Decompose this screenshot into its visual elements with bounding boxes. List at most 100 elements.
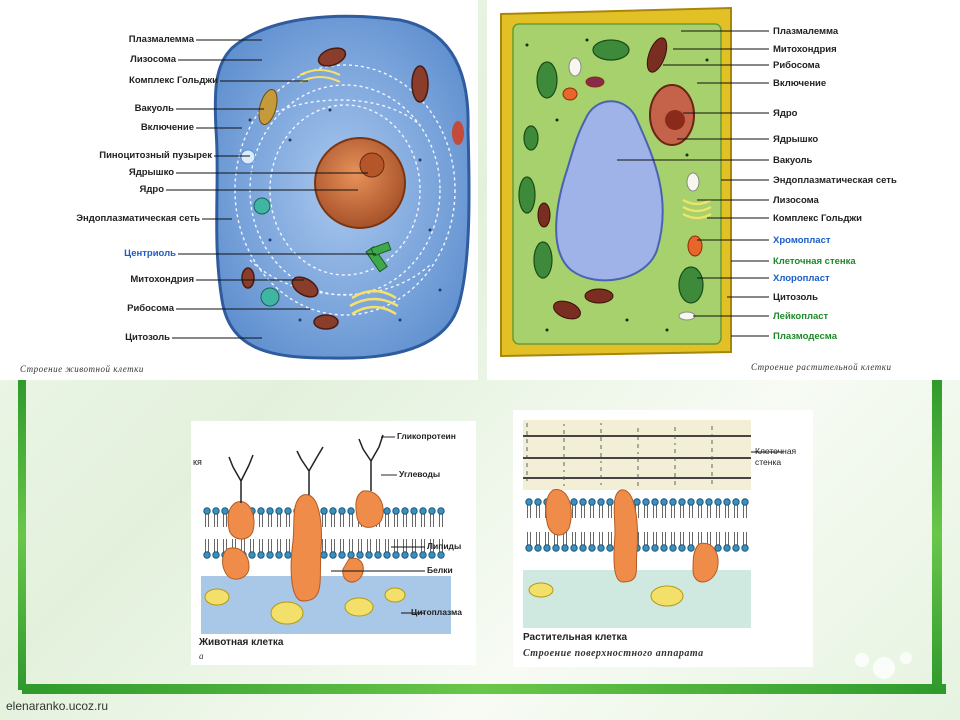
plant-membrane-proteins bbox=[545, 489, 719, 583]
wall-fiber-dot bbox=[637, 452, 639, 454]
lipid-tail bbox=[698, 505, 702, 518]
lipid-tail bbox=[599, 532, 603, 545]
wall-fiber-dot bbox=[600, 467, 602, 469]
lipid-head bbox=[714, 544, 722, 552]
lipid-tail bbox=[241, 539, 245, 552]
wall-fiber-dot bbox=[600, 453, 602, 455]
animal-label-cytoplasm: Цитоплазма bbox=[411, 607, 462, 617]
animal-label-pinocytic-vesicle: Пиноцитозный пузырек bbox=[99, 150, 212, 161]
wall-fiber-dot bbox=[563, 430, 565, 432]
wall-fiber-dot bbox=[563, 448, 565, 450]
wall-fiber-dot bbox=[674, 465, 676, 467]
lipid-head bbox=[741, 498, 749, 506]
lipid-head bbox=[669, 544, 677, 552]
wall-fiber-dot bbox=[563, 484, 565, 486]
lipid-head bbox=[329, 507, 337, 515]
wall-fiber-dot bbox=[600, 461, 602, 463]
lipid-tail bbox=[205, 539, 209, 552]
animal-label-mitochondrion: Митохондрия bbox=[130, 274, 194, 285]
lipid-head bbox=[374, 551, 382, 559]
wall-fiber-dot bbox=[711, 472, 713, 474]
wall-fiber-dot bbox=[526, 455, 528, 457]
lipid-tail bbox=[680, 505, 684, 518]
plant-label-mitochondrion: Митохондрия bbox=[773, 44, 837, 55]
wall-fiber-dot bbox=[637, 458, 639, 460]
animal-label-nucleolus: Ядрышко bbox=[128, 167, 174, 178]
animal-mitochondria bbox=[241, 47, 429, 330]
animal-label-centriole: Центриоль bbox=[124, 248, 176, 259]
lipid-tail bbox=[707, 532, 711, 545]
plant-cell-panel: Плазмалемма Митохондрия Рибосома Включен… bbox=[487, 0, 960, 380]
lipid-tail bbox=[644, 505, 648, 518]
wall-fiber-dot bbox=[600, 431, 602, 433]
wall-fiber-dot bbox=[711, 464, 713, 466]
wall-fiber-dot bbox=[637, 468, 639, 470]
lipid-tail bbox=[689, 532, 693, 545]
lipid-tail bbox=[403, 539, 407, 552]
wall-fiber-dot bbox=[600, 429, 602, 431]
animal-cytoplasm-region bbox=[201, 576, 451, 634]
wall-fiber-dot bbox=[600, 423, 602, 425]
lipid-tail bbox=[743, 532, 747, 545]
wall-fiber-dot bbox=[637, 446, 639, 448]
lipid-head bbox=[534, 498, 542, 506]
lipid-head bbox=[428, 507, 436, 515]
lipid-head bbox=[437, 551, 445, 559]
wall-fiber-dot bbox=[563, 438, 565, 440]
lipid-head bbox=[687, 544, 695, 552]
lipid-tail bbox=[599, 505, 603, 518]
lipid-tail bbox=[349, 539, 353, 552]
lipid-head bbox=[651, 544, 659, 552]
lipid-head bbox=[347, 551, 355, 559]
wall-fiber-dot bbox=[637, 438, 639, 440]
wall-fiber-dot bbox=[674, 475, 676, 477]
plant-membrane-caption: Растительная клетка bbox=[523, 632, 628, 643]
plant-label-vacuole: Вакуоль bbox=[773, 155, 813, 166]
lipid-head bbox=[257, 551, 265, 559]
lipid-tail bbox=[340, 539, 344, 552]
lipid-tail bbox=[680, 532, 684, 545]
lipid-head bbox=[275, 507, 283, 515]
lipid-tail bbox=[734, 505, 738, 518]
animal-proteins bbox=[222, 490, 384, 602]
lipid-head bbox=[419, 551, 427, 559]
lipid-tail bbox=[421, 514, 425, 527]
animal-ribosomes bbox=[248, 108, 442, 322]
wall-fiber-dot bbox=[674, 481, 676, 483]
lipid-tail bbox=[286, 514, 290, 527]
plant-label-nucleus: Ядро bbox=[773, 108, 798, 119]
animal-label-ribosome: Рибосома bbox=[127, 303, 174, 314]
lipid-tail bbox=[250, 539, 254, 552]
lipid-tail bbox=[743, 505, 747, 518]
lipid-head bbox=[696, 498, 704, 506]
lipid-head bbox=[266, 507, 274, 515]
lipid-tail bbox=[385, 539, 389, 552]
lipid-head bbox=[284, 507, 292, 515]
lipid-tail bbox=[331, 539, 335, 552]
frame-bar-left bbox=[18, 380, 26, 690]
lipid-tail bbox=[439, 514, 443, 527]
plant-chromoplasts bbox=[562, 76, 703, 257]
lipid-tail bbox=[536, 505, 540, 518]
lipid-tail bbox=[403, 514, 407, 527]
lipid-tail bbox=[590, 532, 594, 545]
lipid-head bbox=[419, 507, 427, 515]
lipid-head bbox=[275, 551, 283, 559]
wall-fiber-dot bbox=[637, 482, 639, 484]
lipid-tail bbox=[662, 505, 666, 518]
lipid-head bbox=[588, 544, 596, 552]
animal-label-er: Эндоплазматическая сеть bbox=[76, 213, 200, 224]
lipid-head bbox=[284, 551, 292, 559]
lipid-head bbox=[248, 551, 256, 559]
plant-label-plasmodesma: Плазмодесма bbox=[773, 331, 837, 342]
plant-label-golgi: Комплекс Гольджи bbox=[773, 213, 862, 224]
plant-chloroplasts bbox=[518, 39, 704, 304]
wall-fiber-dot bbox=[526, 471, 528, 473]
animal-cell-panel: Плазмалемма Лизосома Комплекс Гольджи Ва… bbox=[0, 0, 478, 380]
lipid-head bbox=[660, 498, 668, 506]
animal-nucleus bbox=[314, 137, 406, 229]
plant-label-chloroplast: Хлоропласт bbox=[773, 273, 830, 284]
wall-fiber-dot bbox=[563, 424, 565, 426]
lipid-tail bbox=[259, 514, 263, 527]
animal-membrane-panel: кя Гликопротеин Углеводы Липиды Белки Ци… bbox=[191, 421, 476, 665]
